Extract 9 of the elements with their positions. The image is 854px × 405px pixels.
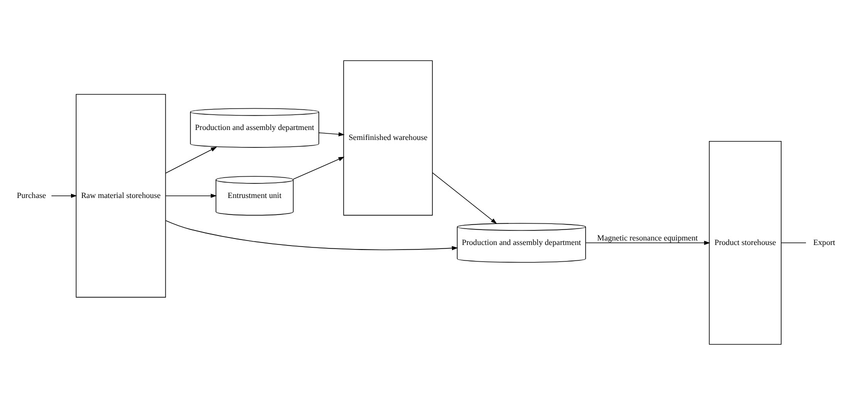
- arrow: [51, 194, 78, 198]
- arrow: [165, 194, 217, 198]
- connector: [780, 242, 806, 244]
- arrow: [165, 146, 217, 174]
- arrow: [432, 172, 497, 224]
- arrow: [292, 156, 344, 180]
- arrow: [318, 132, 345, 136]
- arrow: [165, 220, 458, 250]
- arrow: [586, 240, 710, 245]
